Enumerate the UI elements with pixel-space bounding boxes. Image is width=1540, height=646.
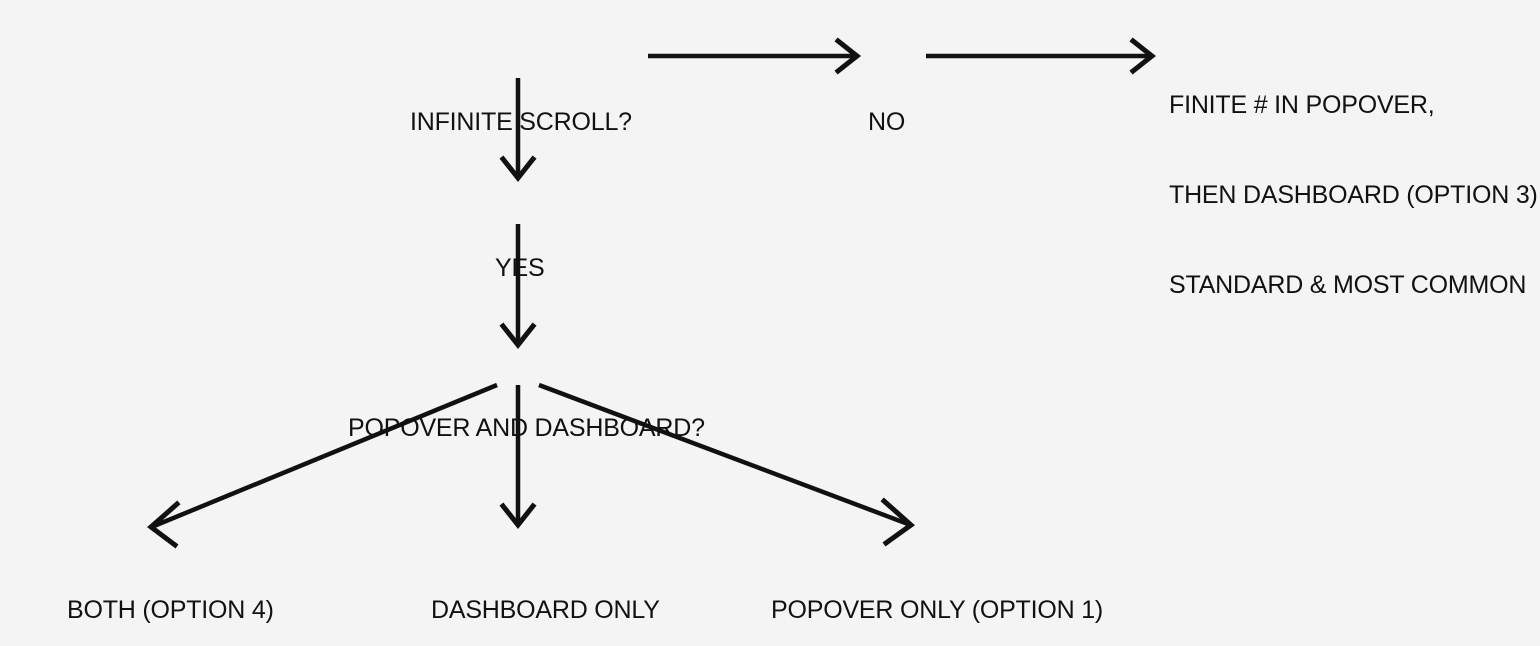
edge-popover-and-dashboard-to-both (147, 382, 498, 549)
node-popover-and-dashboard: POPOVER AND DASHBOARD? (348, 353, 705, 503)
edge-popover-and-dashboard-to-popover-only (538, 382, 915, 547)
edge-infinite-scroll-to-yes (499, 78, 537, 183)
node-finite-popover: FINITE # IN POPOVER, THEN DASHBOARD (OPT… (1169, 30, 1538, 360)
node-no-label: NO (868, 108, 906, 136)
node-infinite-scroll: INFINITE SCROLL? (410, 47, 632, 197)
node-infinite-scroll-label: INFINITE SCROLL? (410, 108, 632, 136)
edge-infinite-scroll-to-no (648, 37, 862, 75)
edge-popover-and-dashboard-to-dashboard-only (499, 385, 537, 530)
node-dashboard-only: DASHBOARD ONLY (OPTION 2) NOTIFS AS NAV (431, 535, 660, 646)
edge-yes-to-popover-and-dashboard (499, 224, 537, 350)
node-no: NO (868, 47, 905, 197)
node-finite-popover-line3: STANDARD & MOST COMMON (1169, 271, 1527, 299)
edge-no-to-finite-popover (926, 37, 1157, 75)
node-popover-only: POPOVER ONLY (OPTION 1) THEN,NO USE FOR … (771, 535, 1162, 646)
node-finite-popover-line2: THEN DASHBOARD (OPTION 3) (1169, 181, 1538, 209)
node-popover-and-dashboard-label: POPOVER AND DASHBOARD? (348, 414, 705, 442)
node-both: BOTH (OPTION 4) CHANGE UI STRUCTURE (67, 535, 363, 646)
node-yes: YES (495, 193, 545, 343)
node-yes-label: YES (495, 254, 545, 282)
node-finite-popover-line1: FINITE # IN POPOVER, (1169, 91, 1435, 119)
node-popover-only-line1: POPOVER ONLY (OPTION 1) (771, 596, 1104, 624)
node-both-line1: BOTH (OPTION 4) (67, 596, 274, 624)
node-dashboard-only-line1: DASHBOARD ONLY (431, 596, 660, 624)
